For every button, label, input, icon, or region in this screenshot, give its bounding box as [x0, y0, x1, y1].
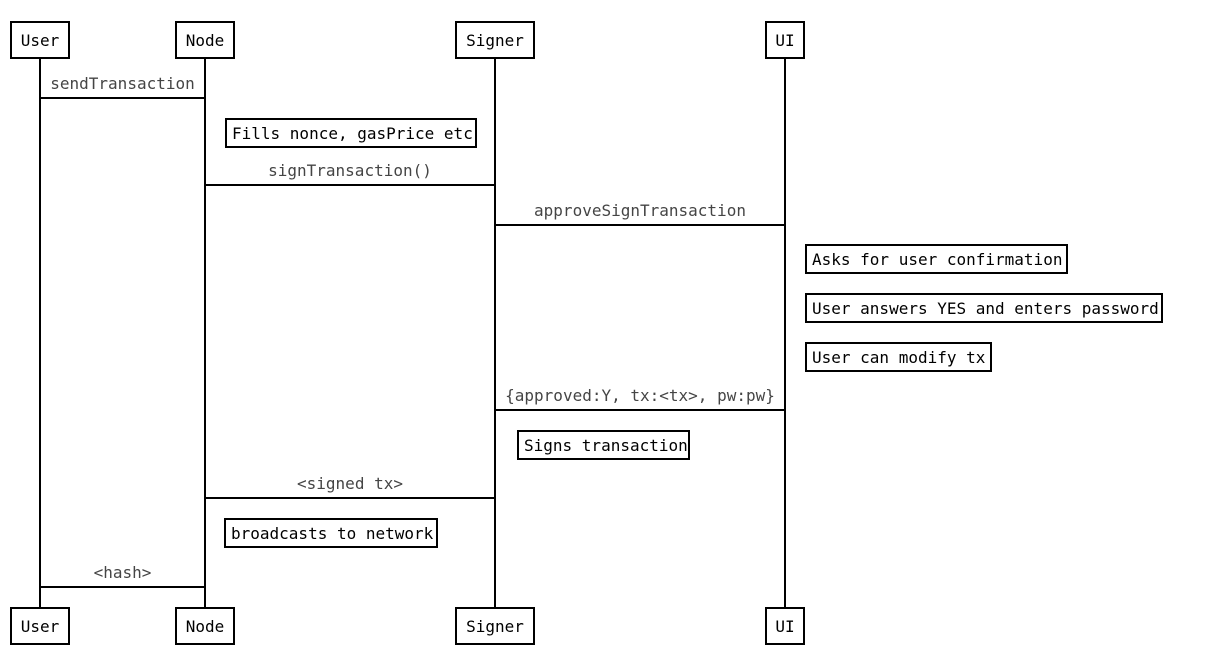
message-label-hash: <hash>: [93, 563, 152, 582]
message-line-sign-transaction: [205, 184, 495, 186]
message-label-approved-payload: {approved:Y, tx:<tx>, pw:pw}: [505, 386, 775, 405]
actor-box-ui-top: UI: [765, 21, 805, 59]
message-label-signed-tx: <signed tx>: [297, 474, 403, 493]
actor-box-user-top: User: [10, 21, 70, 59]
message-line-send-transaction: [40, 97, 205, 99]
message-line-signed-tx: [205, 497, 495, 499]
message-label-send-transaction: sendTransaction: [50, 74, 195, 93]
actor-box-node-bottom: Node: [175, 607, 235, 645]
note-asks-user-confirmation: Asks for user confirmation: [805, 244, 1068, 274]
message-line-approve-sign-transaction: [495, 224, 785, 226]
lifeline-ui: [784, 59, 786, 607]
lifeline-node: [204, 59, 206, 607]
note-broadcasts-to-network: broadcasts to network: [224, 518, 438, 548]
lifeline-user: [39, 59, 41, 607]
message-label-approve-sign-transaction: approveSignTransaction: [534, 201, 746, 220]
note-user-can-modify-tx: User can modify tx: [805, 342, 992, 372]
actor-box-ui-bottom: UI: [765, 607, 805, 645]
message-label-sign-transaction: signTransaction(): [268, 161, 432, 180]
note-signs-transaction: Signs transaction: [517, 430, 690, 460]
actor-box-user-bottom: User: [10, 607, 70, 645]
note-user-answers-yes-password: User answers YES and enters password: [805, 293, 1163, 323]
note-fills-nonce-gasprice: Fills nonce, gasPrice etc: [225, 118, 477, 148]
actor-box-signer-top: Signer: [455, 21, 535, 59]
actor-box-node-top: Node: [175, 21, 235, 59]
message-line-hash: [40, 586, 205, 588]
lifeline-signer: [494, 59, 496, 607]
message-line-approved-payload: [495, 409, 785, 411]
actor-box-signer-bottom: Signer: [455, 607, 535, 645]
